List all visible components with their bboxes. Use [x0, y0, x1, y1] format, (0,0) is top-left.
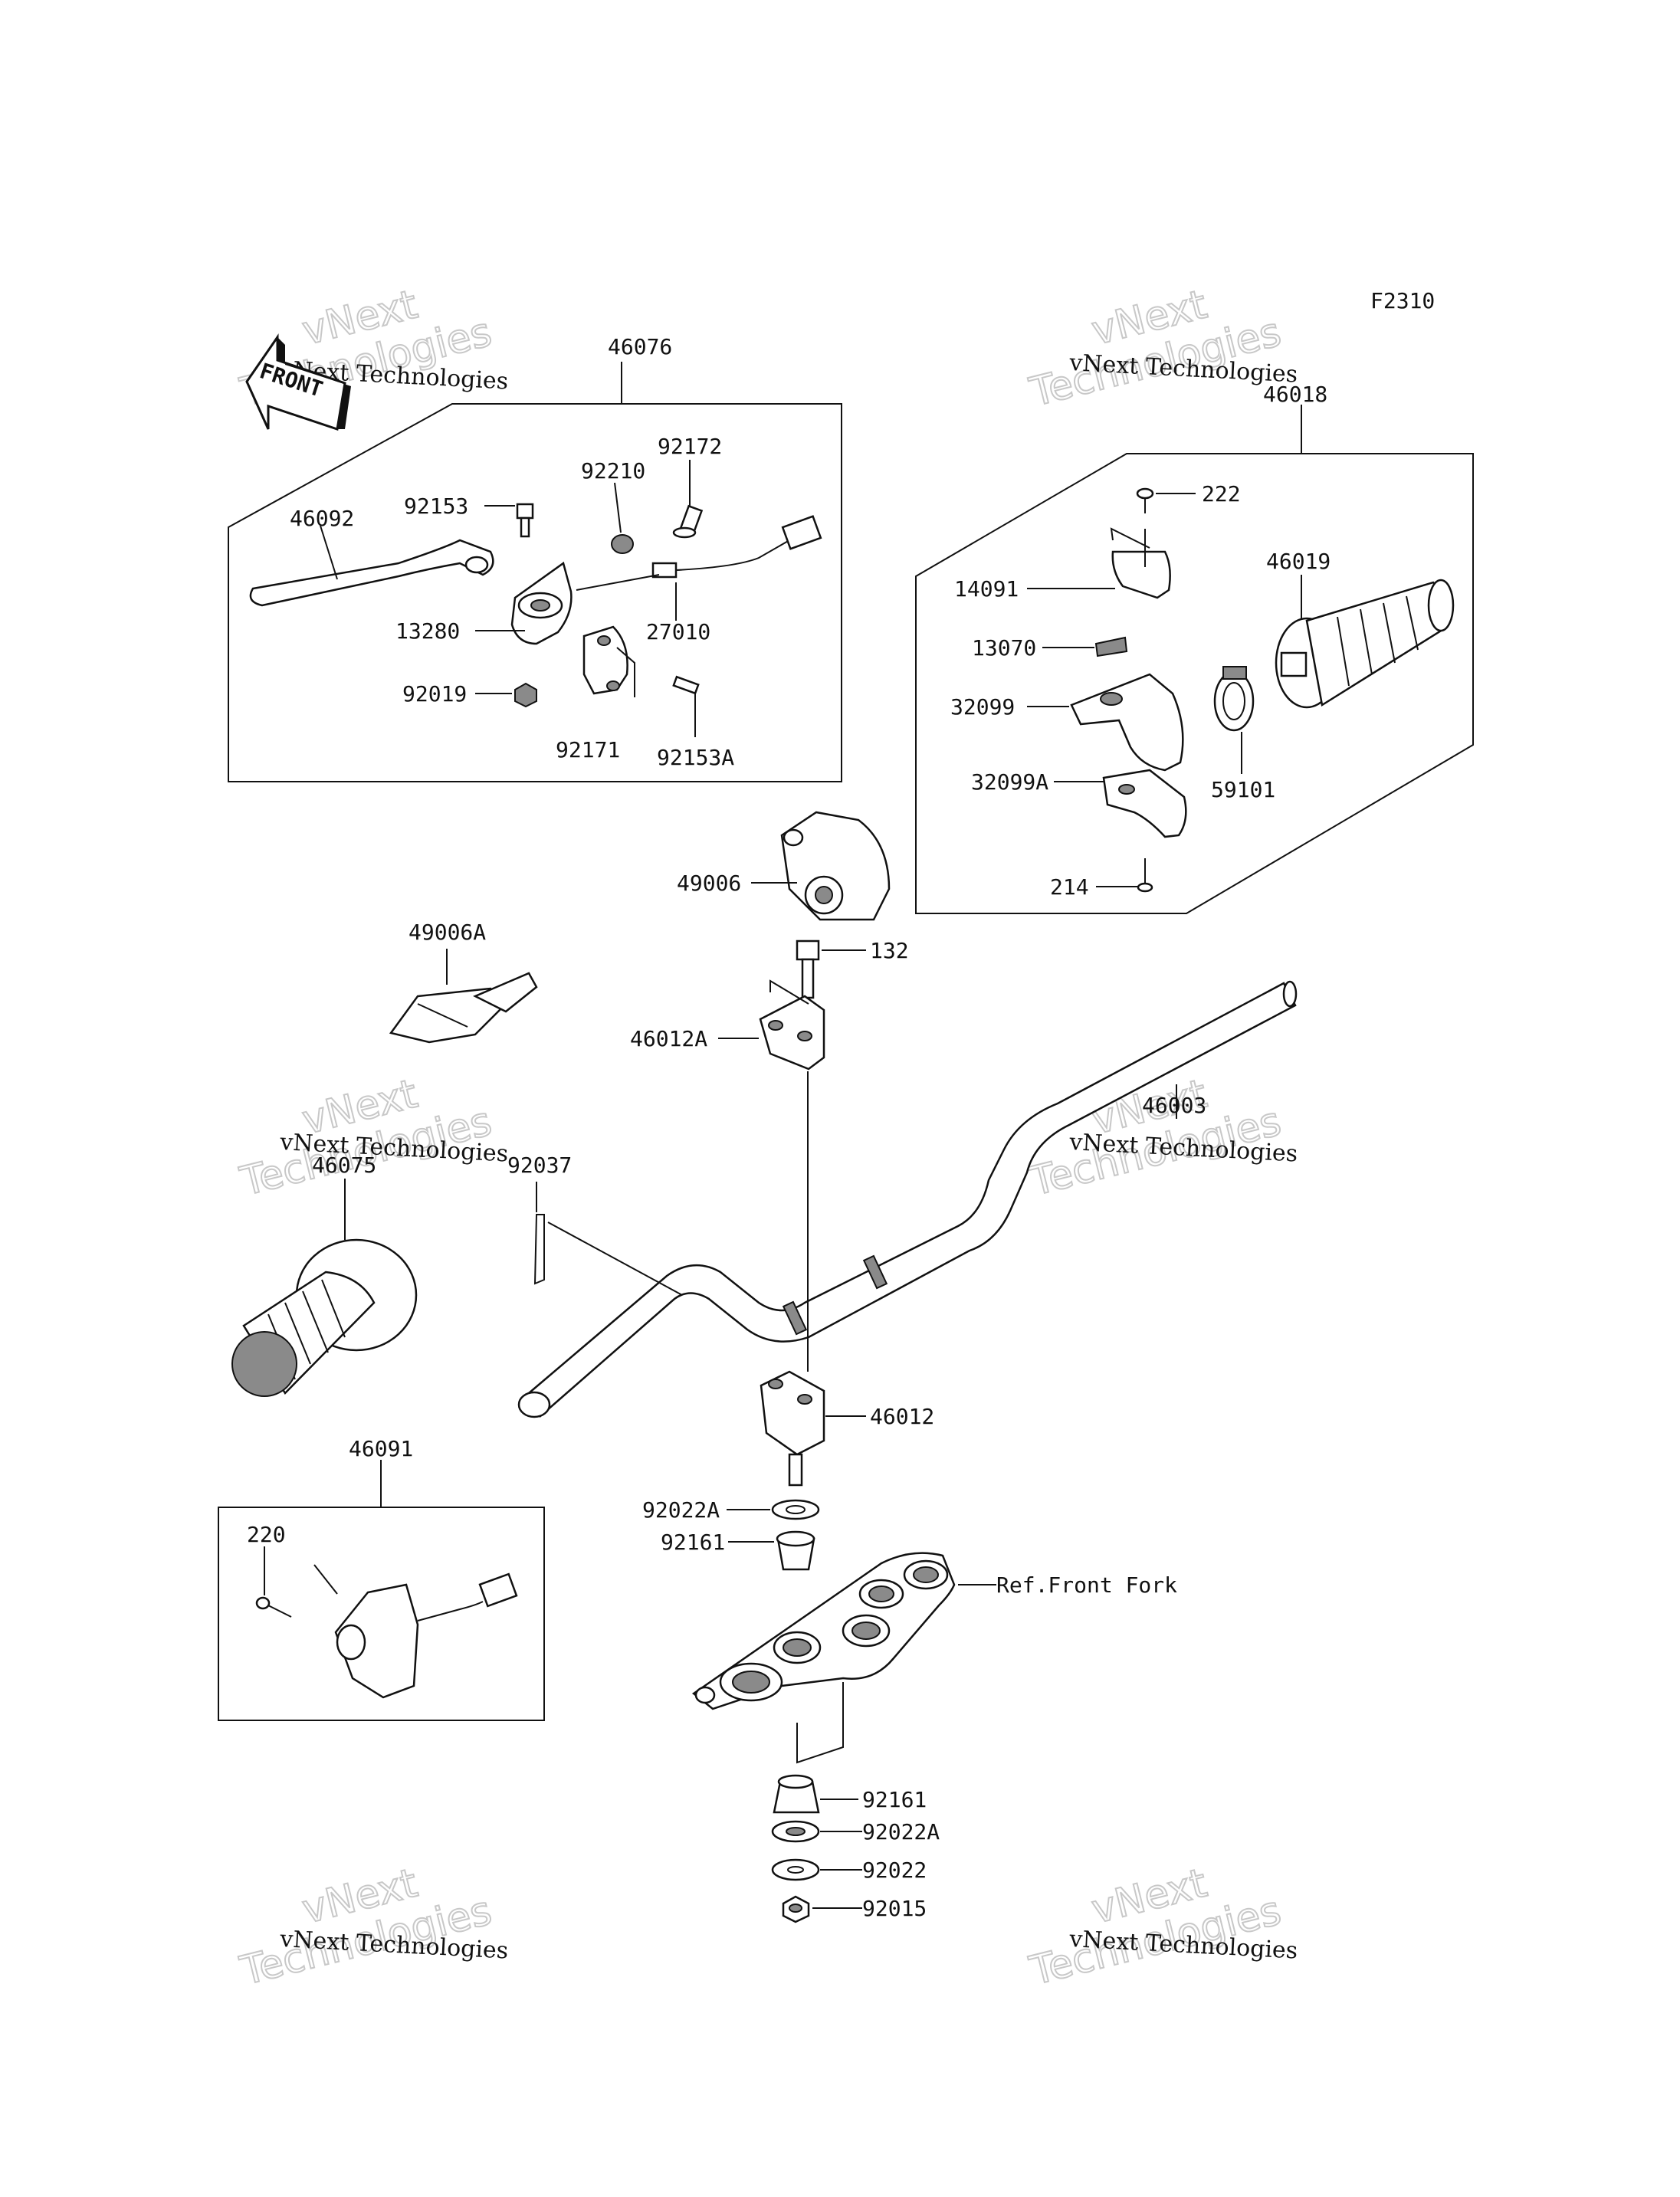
- diagram-code: F2310: [1370, 288, 1435, 313]
- part-label-92172: 92172: [658, 434, 722, 459]
- lower-clamp-46012: [760, 1370, 825, 1487]
- watermark-bottom-right: vNext Technologies vNext Technologies: [1025, 1860, 1298, 1995]
- part-label-92210: 92210: [581, 458, 645, 484]
- front-arrow-icon: FRONT: [245, 333, 351, 431]
- watermark-mid-right: vNext Technologies vNext Technologies: [1025, 1071, 1298, 1206]
- throttle-housing-32099: [1070, 673, 1184, 772]
- reference-front-fork: Ref.Front Fork: [996, 1572, 1177, 1598]
- clamp-92171: [582, 625, 628, 695]
- part-label-32099A: 32099A: [971, 769, 1048, 795]
- part-label-92022: 92022: [862, 1858, 927, 1883]
- part-label-46018: 46018: [1263, 382, 1327, 407]
- part-label-132: 132: [870, 938, 909, 963]
- screw-214: [1137, 858, 1153, 893]
- washer-92022: [771, 1858, 820, 1881]
- part-label-27010: 27010: [646, 619, 710, 644]
- clip-92037: [533, 1214, 683, 1296]
- screw-220: [255, 1596, 292, 1618]
- part-label-92153A: 92153A: [657, 745, 734, 770]
- nut-92019: [514, 682, 537, 708]
- throttle-clamp-32099A: [1102, 769, 1187, 838]
- part-label-14091: 14091: [954, 576, 1019, 602]
- part-label-46003: 46003: [1142, 1093, 1206, 1118]
- part-label-49006: 49006: [677, 871, 741, 896]
- part-label-214: 214: [1050, 874, 1089, 900]
- cover-14091: [1110, 527, 1171, 599]
- collar-59101: [1213, 666, 1255, 732]
- lever-cover-49006: [780, 811, 891, 921]
- part-label-13280: 13280: [395, 618, 460, 644]
- part-label-49006A: 49006A: [409, 920, 486, 945]
- part-label-92037: 92037: [507, 1153, 572, 1178]
- part-label-92022A-bottom: 92022A: [862, 1819, 940, 1844]
- part-label-92022A-top: 92022A: [642, 1497, 720, 1523]
- part-label-46012A: 46012A: [630, 1026, 707, 1051]
- part-label-92019: 92019: [402, 681, 467, 707]
- handlebar-46003: [517, 980, 1298, 1418]
- lever-perch-13280: [510, 561, 573, 645]
- part-label-46019: 46019: [1266, 549, 1331, 574]
- screw-222: [1136, 487, 1154, 513]
- clutch-lever-46092: [249, 539, 494, 607]
- part-label-46091: 46091: [349, 1436, 413, 1461]
- part-label-46075: 46075: [312, 1153, 376, 1178]
- bolt-132: [796, 939, 820, 999]
- cover-49006A: [389, 972, 538, 1044]
- bolt-92153: [516, 503, 534, 538]
- triple-clamp: [691, 1552, 956, 1710]
- part-label-46092: 46092: [290, 506, 354, 531]
- left-grip-46075: [231, 1238, 418, 1397]
- part-label-92171: 92171: [556, 737, 620, 762]
- assembly-box-46018: [915, 453, 1474, 914]
- part-label-46076: 46076: [608, 334, 672, 359]
- part-label-46012: 46012: [870, 1404, 934, 1429]
- part-label-220: 220: [247, 1522, 286, 1547]
- part-label-222: 222: [1202, 481, 1241, 507]
- assembly-box-46076: [228, 403, 842, 782]
- bolt-92153A: [672, 675, 700, 695]
- upper-clamp-46012A: [759, 979, 825, 1071]
- part-label-92153: 92153: [404, 494, 468, 519]
- part-label-92015: 92015: [862, 1896, 927, 1921]
- watermark-bottom-left: vNext Technologies vNext Technologies: [235, 1860, 509, 1995]
- part-label-59101: 59101: [1211, 777, 1275, 802]
- guide-13070: [1094, 636, 1128, 657]
- clutch-switch-27010: [651, 515, 822, 579]
- washer-92022A-top: [771, 1499, 820, 1520]
- part-label-32099: 32099: [950, 694, 1015, 720]
- cap-92210: [611, 534, 634, 554]
- part-label-13070: 13070: [972, 635, 1036, 661]
- watermark-top-right: vNext Technologies vNext Technologies: [1025, 281, 1298, 417]
- throttle-grip-46019: [1275, 579, 1455, 709]
- watermark-mid-left: vNext Technologies vNext Technologies: [235, 1071, 509, 1206]
- adjuster-92172: [672, 504, 704, 539]
- part-label-92161-bottom: 92161: [862, 1787, 927, 1812]
- left-switch-46091: [313, 1564, 518, 1699]
- part-label-92161-top: 92161: [661, 1530, 725, 1555]
